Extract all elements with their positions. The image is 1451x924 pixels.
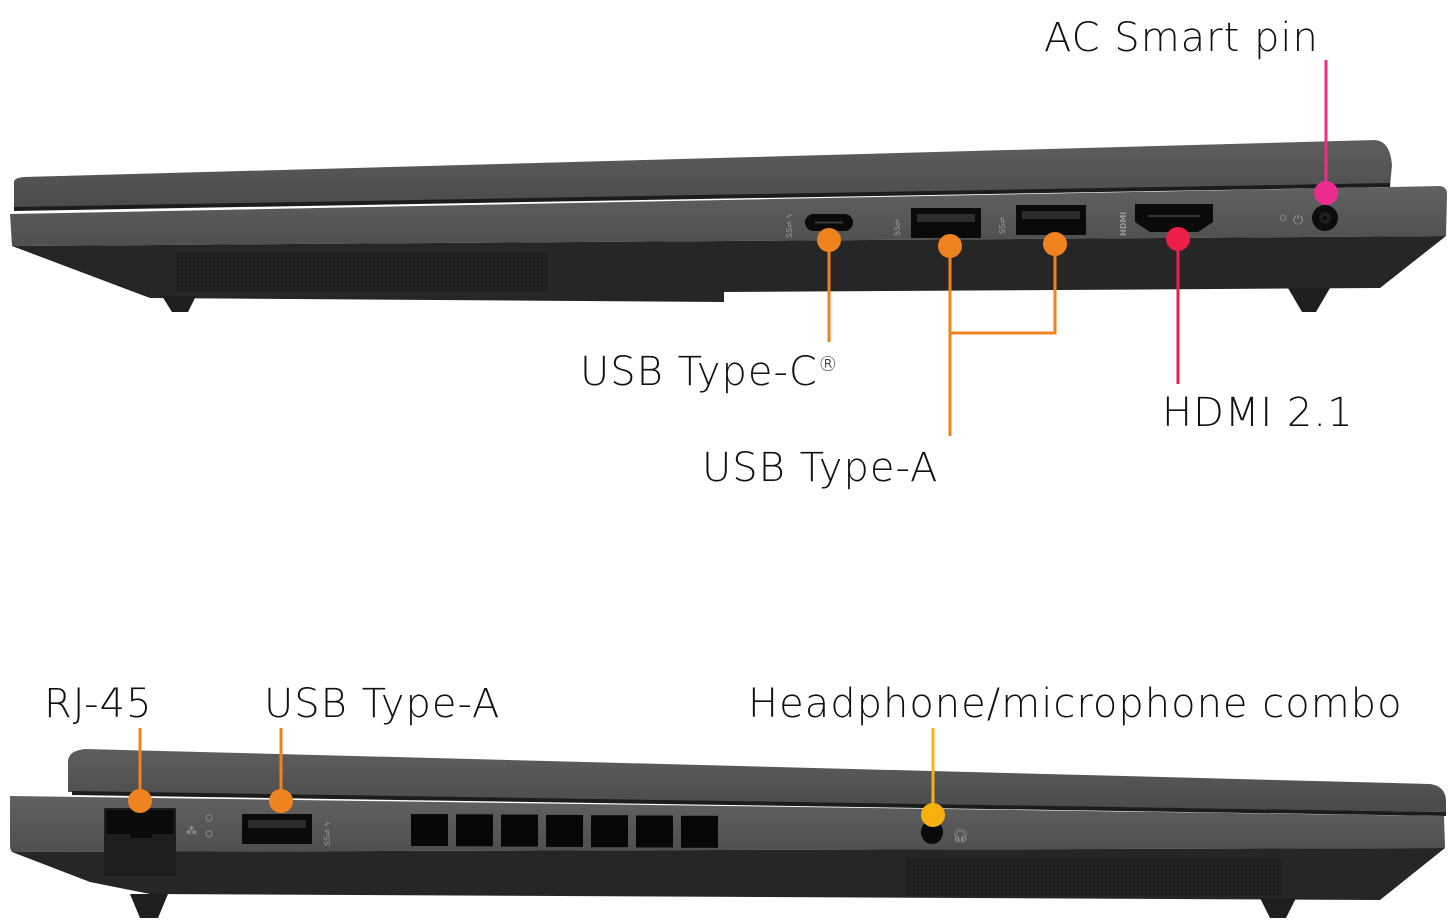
callout-usb-a-right bbox=[938, 232, 1067, 436]
label-usb-type-c: USB Type-C® bbox=[580, 352, 839, 392]
usb-a-port: SS⇌ bbox=[998, 205, 1086, 235]
usb-ss-power-icon: SS⇌ ϟ bbox=[785, 213, 794, 238]
status-led bbox=[1280, 215, 1286, 221]
lid bbox=[14, 140, 1392, 210]
hdmi-port: HDMI bbox=[1119, 204, 1213, 236]
speaker-grille bbox=[906, 858, 1282, 896]
label-rj45: RJ-45 bbox=[44, 681, 153, 727]
callout-usb-a-left bbox=[269, 728, 293, 813]
vent-slot bbox=[681, 815, 718, 848]
vent-slot bbox=[456, 814, 493, 847]
usb-ss-icon: SS⇌ bbox=[893, 219, 902, 236]
registered-mark: ® bbox=[817, 352, 839, 376]
callout-usb-c bbox=[817, 228, 841, 342]
base-edge bbox=[10, 796, 1445, 852]
base-edge bbox=[10, 186, 1447, 246]
vent-row bbox=[411, 814, 718, 848]
vent-slot bbox=[411, 814, 448, 846]
label-hdmi: HDMI 2.1 bbox=[1162, 390, 1354, 436]
foot bbox=[130, 894, 168, 918]
foot bbox=[162, 296, 196, 312]
foot bbox=[1260, 898, 1296, 918]
usb-c-port: SS⇌ ϟ bbox=[785, 213, 853, 238]
status-led bbox=[205, 830, 213, 838]
label-ac-smart-pin: AC Smart pin bbox=[1044, 15, 1319, 61]
usb-ss-icon: SS⇌ bbox=[998, 217, 1007, 234]
vent-slot bbox=[636, 815, 673, 848]
label-headphone-combo: Headphone/microphone combo bbox=[748, 681, 1403, 727]
label-usb-type-c-text: USB Type-C bbox=[580, 349, 818, 395]
hdmi-logo-icon: HDMI bbox=[1119, 212, 1128, 236]
laptop-left-side: ⁂ SS⇌ ϟ 🎧︎ bbox=[10, 728, 1447, 918]
power-plug-icon: ⏻ bbox=[1293, 213, 1303, 228]
callout-ac-smart-pin bbox=[1314, 60, 1338, 205]
vent-slot bbox=[546, 814, 583, 847]
laptop-right-side: SS⇌ ϟ SS⇌ SS⇌ HDMI ⏻ bbox=[10, 60, 1447, 436]
label-usb-type-a-left: USB Type-A bbox=[264, 681, 501, 727]
usb-a-port: SS⇌ ϟ bbox=[242, 814, 332, 846]
vent-slot bbox=[591, 815, 628, 848]
headset-icon: 🎧︎ bbox=[952, 829, 969, 844]
ethernet-icon: ⁂ bbox=[186, 824, 197, 837]
callout-headphone bbox=[921, 728, 945, 827]
callout-hdmi bbox=[1166, 227, 1190, 384]
callout-rj45 bbox=[128, 728, 152, 813]
ac-power-port: ⏻ bbox=[1280, 205, 1338, 231]
usb-ss-power-icon: SS⇌ ϟ bbox=[323, 821, 332, 846]
speaker-grille bbox=[176, 252, 548, 292]
usb-a-port: SS⇌ bbox=[893, 208, 981, 238]
status-led bbox=[205, 814, 213, 822]
label-usb-type-a-right: USB Type-A bbox=[702, 445, 939, 491]
vent-slot bbox=[501, 814, 538, 847]
foot bbox=[1288, 288, 1330, 312]
rj45-port: ⁂ bbox=[104, 808, 213, 876]
